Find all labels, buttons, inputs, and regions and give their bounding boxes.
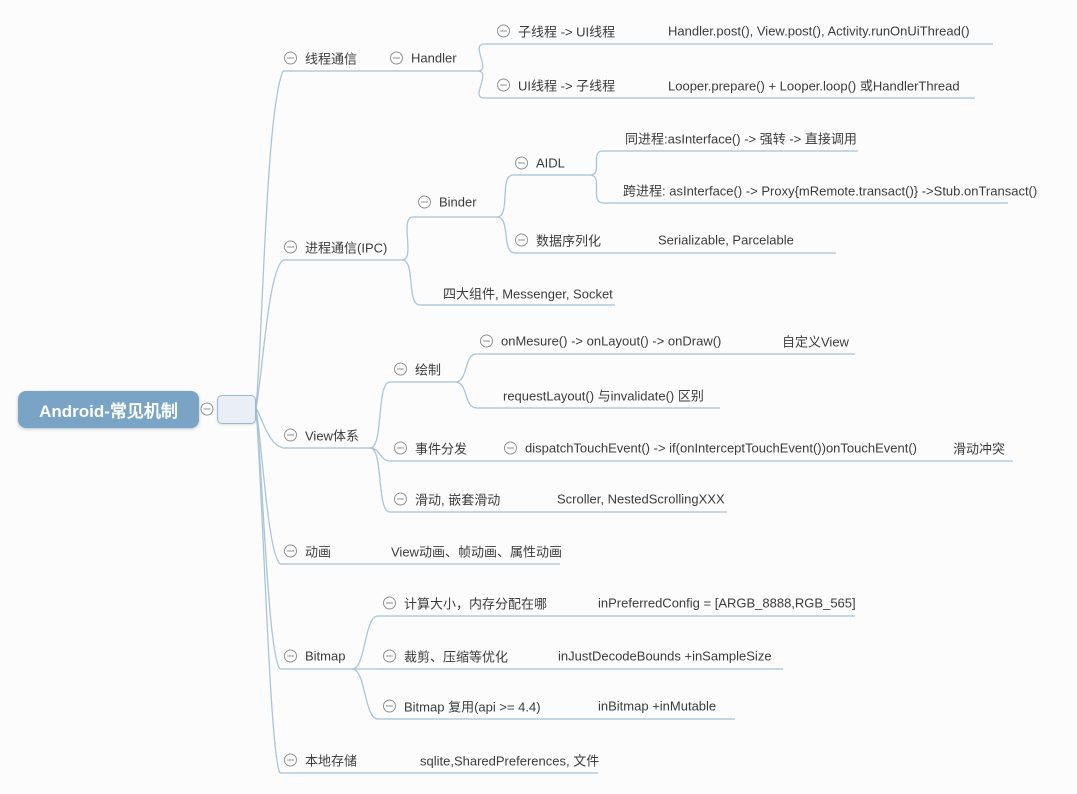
node-ipc[interactable]: 进程通信(IPC) <box>284 238 387 257</box>
node-label: Handler <box>411 50 457 66</box>
node-label: onMesure() -> onLayout() -> onDraw() <box>501 333 722 349</box>
collapse-icon[interactable] <box>480 334 493 348</box>
collapse-icon[interactable] <box>515 156 528 170</box>
root-node[interactable]: Android-常见机制 <box>18 391 199 428</box>
node-label: 动画 <box>305 544 332 560</box>
collapse-icon[interactable] <box>284 51 297 65</box>
node-aidl[interactable]: AIDL <box>515 156 565 171</box>
node-label: UI线程 -> 子线程 <box>518 78 616 94</box>
node-label: inBitmap +inMutable <box>598 698 717 714</box>
collapse-icon[interactable] <box>284 649 297 663</box>
node-label: 自定义View <box>782 334 849 350</box>
node-scrolling[interactable]: 滑动, 嵌套滑动 <box>394 490 500 509</box>
node-label: inJustDecodeBounds +inSampleSize <box>558 648 772 664</box>
node-label: Bitmap 复用(api >= 4.4) <box>404 699 541 715</box>
node-serialization[interactable]: 数据序列化 <box>515 231 601 250</box>
node-dispatch-flow[interactable]: dispatchTouchEvent() -> if(onInterceptTo… <box>504 441 917 456</box>
node-label: 裁剪、压缩等优化 <box>404 649 509 665</box>
node-label: Scroller, NestedScrollingXXX <box>557 491 725 507</box>
node-label: requestLayout() 与invalidate() 区别 <box>503 388 704 404</box>
node-label: Bitmap <box>305 648 346 664</box>
node-label: View体系 <box>305 428 359 444</box>
node-thread-comm[interactable]: 线程通信 <box>284 49 357 68</box>
node-ipc-others[interactable]: 四大组件, Messenger, Socket <box>443 284 613 303</box>
node-bitmap-reuse[interactable]: Bitmap 复用(api >= 4.4) <box>383 697 541 716</box>
node-label: 同进程:asInterface() -> 强转 -> 直接调用 <box>625 131 857 147</box>
collapse-icon[interactable] <box>504 441 517 455</box>
node-local-storage[interactable]: 本地存储 <box>284 751 357 770</box>
node-bitmap-compress[interactable]: 裁剪、压缩等优化 <box>383 647 508 666</box>
collapse-icon[interactable] <box>284 428 297 442</box>
node-sub-to-ui-detail[interactable]: Handler.post(), View.post(), Activity.ru… <box>668 24 970 39</box>
collapse-icon[interactable] <box>394 441 407 455</box>
node-binder[interactable]: Binder <box>418 195 477 210</box>
root-label: Android-常见机制 <box>39 402 178 421</box>
collapse-icon[interactable] <box>383 596 396 610</box>
collapse-icon[interactable] <box>394 492 407 506</box>
node-label: 滑动, 嵌套滑动 <box>415 492 501 508</box>
node-label: Binder <box>439 194 477 210</box>
node-request-layout[interactable]: requestLayout() 与invalidate() 区别 <box>503 386 704 405</box>
node-animation[interactable]: 动画 <box>284 542 331 561</box>
collapse-icon[interactable] <box>390 51 403 65</box>
node-view-system[interactable]: View体系 <box>284 426 359 445</box>
node-label: inPreferredConfig = [ARGB_8888,RGB_565] <box>598 595 856 611</box>
collapse-icon[interactable] <box>497 78 510 92</box>
node-label: 子线程 -> UI线程 <box>518 24 616 40</box>
node-scrolling-detail[interactable]: Scroller, NestedScrollingXXX <box>557 492 725 507</box>
node-label: sqlite,SharedPreferences, 文件 <box>420 753 600 769</box>
node-animation-detail[interactable]: View动画、帧动画、属性动画 <box>391 542 562 561</box>
node-bitmap-size-detail[interactable]: inPreferredConfig = [ARGB_8888,RGB_565] <box>598 596 856 611</box>
collapse-icon[interactable] <box>497 24 510 38</box>
node-label: View动画、帧动画、属性动画 <box>391 544 562 560</box>
node-label: Serializable, Parcelable <box>658 232 794 248</box>
node-label: 计算大小，内存分配在哪 <box>404 596 548 612</box>
node-label: 绘制 <box>415 362 442 378</box>
collapse-icon[interactable] <box>418 195 431 209</box>
node-custom-view[interactable]: 自定义View <box>782 332 849 351</box>
node-label: 线程通信 <box>305 51 358 67</box>
node-label: Handler.post(), View.post(), Activity.ru… <box>668 23 970 39</box>
node-storage-detail[interactable]: sqlite,SharedPreferences, 文件 <box>420 751 599 770</box>
root-collapse-icon[interactable] <box>200 402 214 416</box>
node-sub-to-ui[interactable]: 子线程 -> UI线程 <box>497 22 615 41</box>
node-label: AIDL <box>536 155 565 171</box>
collapse-icon[interactable] <box>515 233 528 247</box>
collapse-icon[interactable] <box>383 649 396 663</box>
node-ui-to-sub-detail[interactable]: Looper.prepare() + Looper.loop() 或Handle… <box>668 76 960 95</box>
node-bitmap-compress-detail[interactable]: inJustDecodeBounds +inSampleSize <box>558 649 772 664</box>
collapse-icon[interactable] <box>383 699 396 713</box>
node-cross-process[interactable]: 跨进程: asInterface() -> Proxy{mRemote.tran… <box>623 181 1037 200</box>
collapse-icon[interactable] <box>284 240 297 254</box>
node-label: 事件分发 <box>415 441 468 457</box>
node-slide-conflict[interactable]: 滑动冲突 <box>953 439 1005 458</box>
node-bitmap-size[interactable]: 计算大小，内存分配在哪 <box>383 594 547 613</box>
node-handler[interactable]: Handler <box>390 51 457 66</box>
node-label: 跨进程: asInterface() -> Proxy{mRemote.tran… <box>623 183 1038 199</box>
node-label: 进程通信(IPC) <box>305 240 388 256</box>
collapse-icon[interactable] <box>284 544 297 558</box>
node-bitmap[interactable]: Bitmap <box>284 649 345 664</box>
node-bitmap-reuse-detail[interactable]: inBitmap +inMutable <box>598 699 716 714</box>
collapse-icon[interactable] <box>394 362 407 376</box>
node-serialization-detail[interactable]: Serializable, Parcelable <box>658 233 794 248</box>
collapse-icon[interactable] <box>284 753 297 767</box>
node-same-process[interactable]: 同进程:asInterface() -> 强转 -> 直接调用 <box>625 129 857 148</box>
node-label: 数据序列化 <box>536 233 602 249</box>
node-ui-to-sub[interactable]: UI线程 -> 子线程 <box>497 76 615 95</box>
node-label: Looper.prepare() + Looper.loop() 或Handle… <box>668 78 960 94</box>
node-drawing[interactable]: 绘制 <box>394 360 441 379</box>
node-measure-flow[interactable]: onMesure() -> onLayout() -> onDraw() <box>480 334 721 349</box>
node-label: 滑动冲突 <box>953 441 1006 457</box>
collapsed-stub-node[interactable] <box>217 395 256 424</box>
node-label: dispatchTouchEvent() -> if(onInterceptTo… <box>525 440 917 456</box>
node-label: 本地存储 <box>305 753 358 769</box>
node-label: 四大组件, Messenger, Socket <box>443 286 613 302</box>
node-event-dispatch[interactable]: 事件分发 <box>394 439 467 458</box>
